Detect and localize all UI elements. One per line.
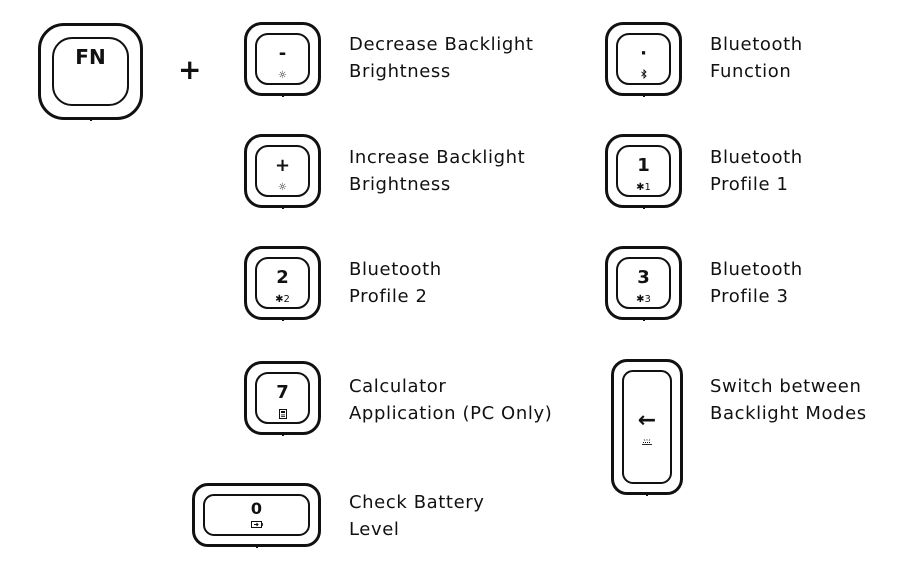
bluetooth-icon: ✱2: [275, 294, 290, 305]
key-2: 2 ✱2: [244, 246, 321, 321]
desc-line-1: Increase Backlight: [349, 147, 526, 168]
backlight-icon: [642, 438, 652, 445]
desc-line-1: Calculator: [349, 376, 447, 397]
enter-arrow-icon: ←: [637, 407, 657, 433]
key-1: 1 ✱1: [605, 134, 682, 209]
desc-line-1: Switch between: [710, 376, 862, 397]
sun-icon: ☼: [278, 182, 287, 193]
desc-line-2: Backlight Modes: [710, 403, 867, 424]
desc-bluetooth-profile-2: Bluetooth Profile 2: [349, 256, 442, 310]
plus-sign: +: [178, 53, 202, 86]
key-dot-glyph: ·: [640, 43, 647, 64]
battery-icon: [250, 521, 263, 528]
key-minus-glyph: -: [278, 43, 287, 64]
desc-line-2: Application (PC Only): [349, 403, 553, 424]
desc-increase-backlight: Increase Backlight Brightness: [349, 144, 525, 198]
desc-line-1: Bluetooth: [349, 259, 442, 280]
key-7-glyph: 7: [276, 382, 289, 403]
key-7: 7: [244, 361, 321, 436]
desc-bluetooth-profile-1: Bluetooth Profile 1: [710, 144, 803, 198]
desc-line-2: Level: [349, 519, 400, 540]
key-1-glyph: 1: [637, 155, 650, 176]
sun-icon: ☼: [278, 70, 287, 81]
desc-bluetooth-function: Bluetooth Function: [710, 31, 803, 85]
desc-line-1: Decrease Backlight: [349, 34, 534, 55]
desc-line-2: Brightness: [349, 174, 451, 195]
desc-decrease-backlight: Decrease Backlight Brightness: [349, 31, 534, 85]
key-2-glyph: 2: [276, 267, 289, 288]
desc-switch-backlight: Switch between Backlight Modes: [710, 373, 867, 427]
desc-line-1: Bluetooth: [710, 34, 803, 55]
key-3-glyph: 3: [637, 267, 650, 288]
key-enter: ←: [611, 359, 683, 496]
key-plus: + ☼: [244, 134, 321, 209]
key-dot: ·: [605, 22, 682, 97]
bluetooth-icon: ✱1: [636, 182, 651, 193]
bluetooth-icon: ✱3: [636, 294, 651, 305]
key-3: 3 ✱3: [605, 246, 682, 321]
desc-calculator: Calculator Application (PC Only): [349, 373, 552, 427]
desc-line-2: Function: [710, 61, 792, 82]
key-minus: - ☼: [244, 22, 321, 97]
desc-line-2: Brightness: [349, 61, 451, 82]
key-plus-glyph: +: [274, 155, 291, 176]
bluetooth-icon: [640, 69, 647, 79]
desc-line-1: Check Battery: [349, 492, 485, 513]
key-0-glyph: 0: [250, 499, 263, 518]
fn-key: FN: [38, 23, 143, 121]
calculator-icon: [278, 409, 287, 419]
desc-line-2: Profile 1: [710, 174, 789, 195]
key-0: 0: [192, 483, 321, 548]
fn-key-label: FN: [75, 45, 106, 69]
desc-bluetooth-profile-3: Bluetooth Profile 3: [710, 256, 803, 310]
desc-line-2: Profile 2: [349, 286, 428, 307]
desc-line-1: Bluetooth: [710, 259, 803, 280]
desc-line-2: Profile 3: [710, 286, 789, 307]
desc-check-battery: Check Battery Level: [349, 489, 485, 543]
desc-line-1: Bluetooth: [710, 147, 803, 168]
